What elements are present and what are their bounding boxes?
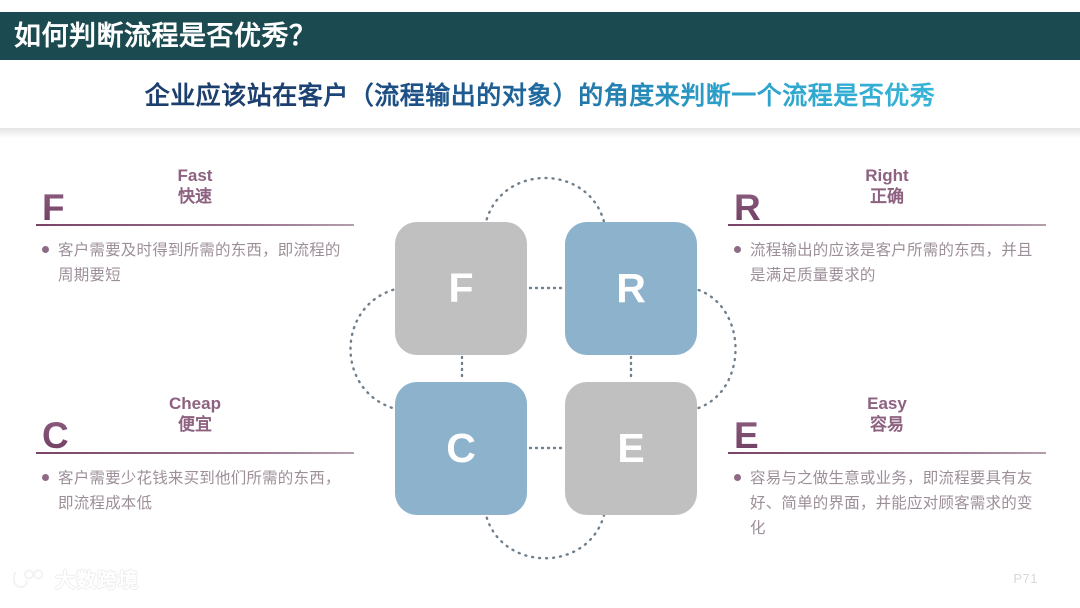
- quadrant-easy-label-en: Easy: [867, 394, 907, 413]
- diagram-node-f[interactable]: F: [395, 222, 527, 355]
- diagram-node-r-label: R: [616, 265, 646, 311]
- quadrant-cheap-bullet: 客户需要少花钱来买到他们所需的东西，即流程成本低: [58, 470, 341, 513]
- quadrant-easy-labels: Easy 容易: [728, 394, 1046, 435]
- quadrant-fast-bullet: 客户需要及时得到所需的东西，即流程的周期要短: [58, 242, 341, 285]
- quadrant-right-label-en: Right: [865, 166, 909, 185]
- diagram-node-c[interactable]: C: [395, 382, 527, 515]
- quadrant-right-letter: R: [734, 187, 761, 228]
- diagram-node-e-label: E: [617, 425, 645, 471]
- bullet-dot-icon: [42, 474, 49, 481]
- bullet-dot-icon: [734, 474, 741, 481]
- quadrant-cheap-label-en: Cheap: [169, 394, 221, 413]
- petal-arc-left: [349, 286, 402, 412]
- quadrant-easy-bullet: 容易与之做生意或业务，即流程要具有友好、简单的界面，并能应对顾客需求的变化: [750, 470, 1033, 538]
- quadrant-cheap-letter: C: [42, 415, 69, 456]
- quadrant-cheap-head: C Cheap 便宜: [36, 394, 354, 454]
- quadrant-fast-rule: [36, 224, 354, 226]
- diagram-node-c-label: C: [446, 425, 476, 471]
- frce-connector-graphic: [349, 177, 737, 560]
- page-number: P71: [1013, 571, 1038, 586]
- quadrant-easy: E Easy 容易 容易与之做生意或业务，即流程要具有友好、简单的界面，并能应对…: [728, 394, 1046, 541]
- quadrant-fast-head: F Fast 快速: [36, 166, 354, 226]
- quadrant-right-rule: [728, 224, 1046, 226]
- quadrant-easy-rule: [728, 452, 1046, 454]
- quadrant-easy-letter: E: [734, 415, 759, 456]
- subtitle-divider-shadow: [0, 128, 1080, 138]
- subtitle-band: 企业应该站在客户（流程输出的对象）的角度来判断一个流程是否优秀: [0, 60, 1080, 128]
- quadrant-fast-letter: F: [42, 187, 65, 228]
- bullet-dot-icon: [42, 246, 49, 253]
- petal-arc-right: [690, 286, 737, 412]
- quadrant-fast: F Fast 快速 客户需要及时得到所需的东西，即流程的周期要短: [36, 166, 354, 288]
- quadrant-cheap: C Cheap 便宜 客户需要少花钱来买到他们所需的东西，即流程成本低: [36, 394, 354, 516]
- quadrant-fast-label-zh: 快速: [178, 186, 212, 206]
- quadrant-easy-body: 容易与之做生意或业务，即流程要具有友好、简单的界面，并能应对顾客需求的变化: [728, 466, 1046, 541]
- quadrant-cheap-label-zh: 便宜: [178, 414, 212, 434]
- subtitle-text: 企业应该站在客户（流程输出的对象）的角度来判断一个流程是否优秀: [145, 76, 936, 112]
- quadrant-easy-label-zh: 容易: [870, 414, 904, 434]
- quadrant-right-body: 流程输出的应该是客户所需的东西，并且是满足质量要求的: [728, 238, 1046, 288]
- quadrant-fast-label-en: Fast: [177, 166, 213, 185]
- bullet-dot-icon: [734, 246, 741, 253]
- quadrant-fast-body: 客户需要及时得到所需的东西，即流程的周期要短: [36, 238, 354, 288]
- page-title: 如何判断流程是否优秀？: [14, 20, 317, 51]
- quadrant-right-label-zh: 正确: [870, 186, 904, 206]
- quadrant-cheap-body: 客户需要少花钱来买到他们所需的东西，即流程成本低: [36, 466, 354, 516]
- quadrant-right-labels: Right 正确: [728, 166, 1046, 207]
- quadrant-right: R Right 正确 流程输出的应该是客户所需的东西，并且是满足质量要求的: [728, 166, 1046, 288]
- quadrant-right-bullet: 流程输出的应该是客户所需的东西，并且是满足质量要求的: [750, 242, 1033, 285]
- quadrant-cheap-rule: [36, 452, 354, 454]
- diagram-node-r[interactable]: R: [565, 222, 697, 355]
- diagram-node-f-label: F: [448, 265, 474, 311]
- watermark-text: 大数跨境: [55, 570, 139, 592]
- frce-diagram: F R C E: [330, 160, 750, 560]
- quadrant-fast-labels: Fast 快速: [36, 166, 354, 207]
- petal-arc-top: [483, 177, 607, 228]
- diagram-node-e[interactable]: E: [565, 382, 697, 515]
- quadrant-cheap-labels: Cheap 便宜: [36, 394, 354, 435]
- quadrant-right-head: R Right 正确: [728, 166, 1046, 226]
- dashu-logo-icon: [12, 568, 44, 588]
- petal-arc-bottom: [483, 509, 607, 560]
- slide-footer: 大数跨境 P71: [0, 554, 1080, 608]
- quadrant-easy-head: E Easy 容易: [728, 394, 1046, 454]
- watermark: 大数跨境: [12, 564, 139, 593]
- slide-header-bar: 如何判断流程是否优秀？: [0, 12, 1080, 60]
